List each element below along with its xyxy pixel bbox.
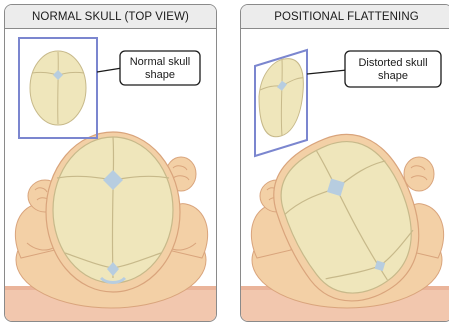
- panel-title: NORMAL SKULL (TOP VIEW): [5, 5, 216, 29]
- baby-head-normal: [46, 132, 180, 292]
- callout-line-1: Distorted skull: [358, 57, 427, 69]
- callout-normal: Normal skull shape: [97, 51, 200, 85]
- normal-skull-panel: NORMAL SKULL (TOP VIEW): [4, 4, 217, 322]
- small-skull-normal: [30, 51, 86, 125]
- callout-distorted: Distorted skull shape: [307, 51, 441, 87]
- callout-line-2: shape: [378, 70, 408, 82]
- normal-skull-illustration: Normal skull shape: [5, 28, 217, 322]
- callout-line-1: Normal skull: [130, 56, 191, 68]
- callout-line-2: shape: [145, 69, 175, 81]
- flattened-skull-panel: POSITIONAL FLATTENING: [240, 4, 449, 322]
- small-skull-distorted: [259, 53, 303, 142]
- flattened-skull-illustration: Distorted skull shape: [241, 28, 449, 322]
- panel-title: POSITIONAL FLATTENING: [241, 5, 449, 29]
